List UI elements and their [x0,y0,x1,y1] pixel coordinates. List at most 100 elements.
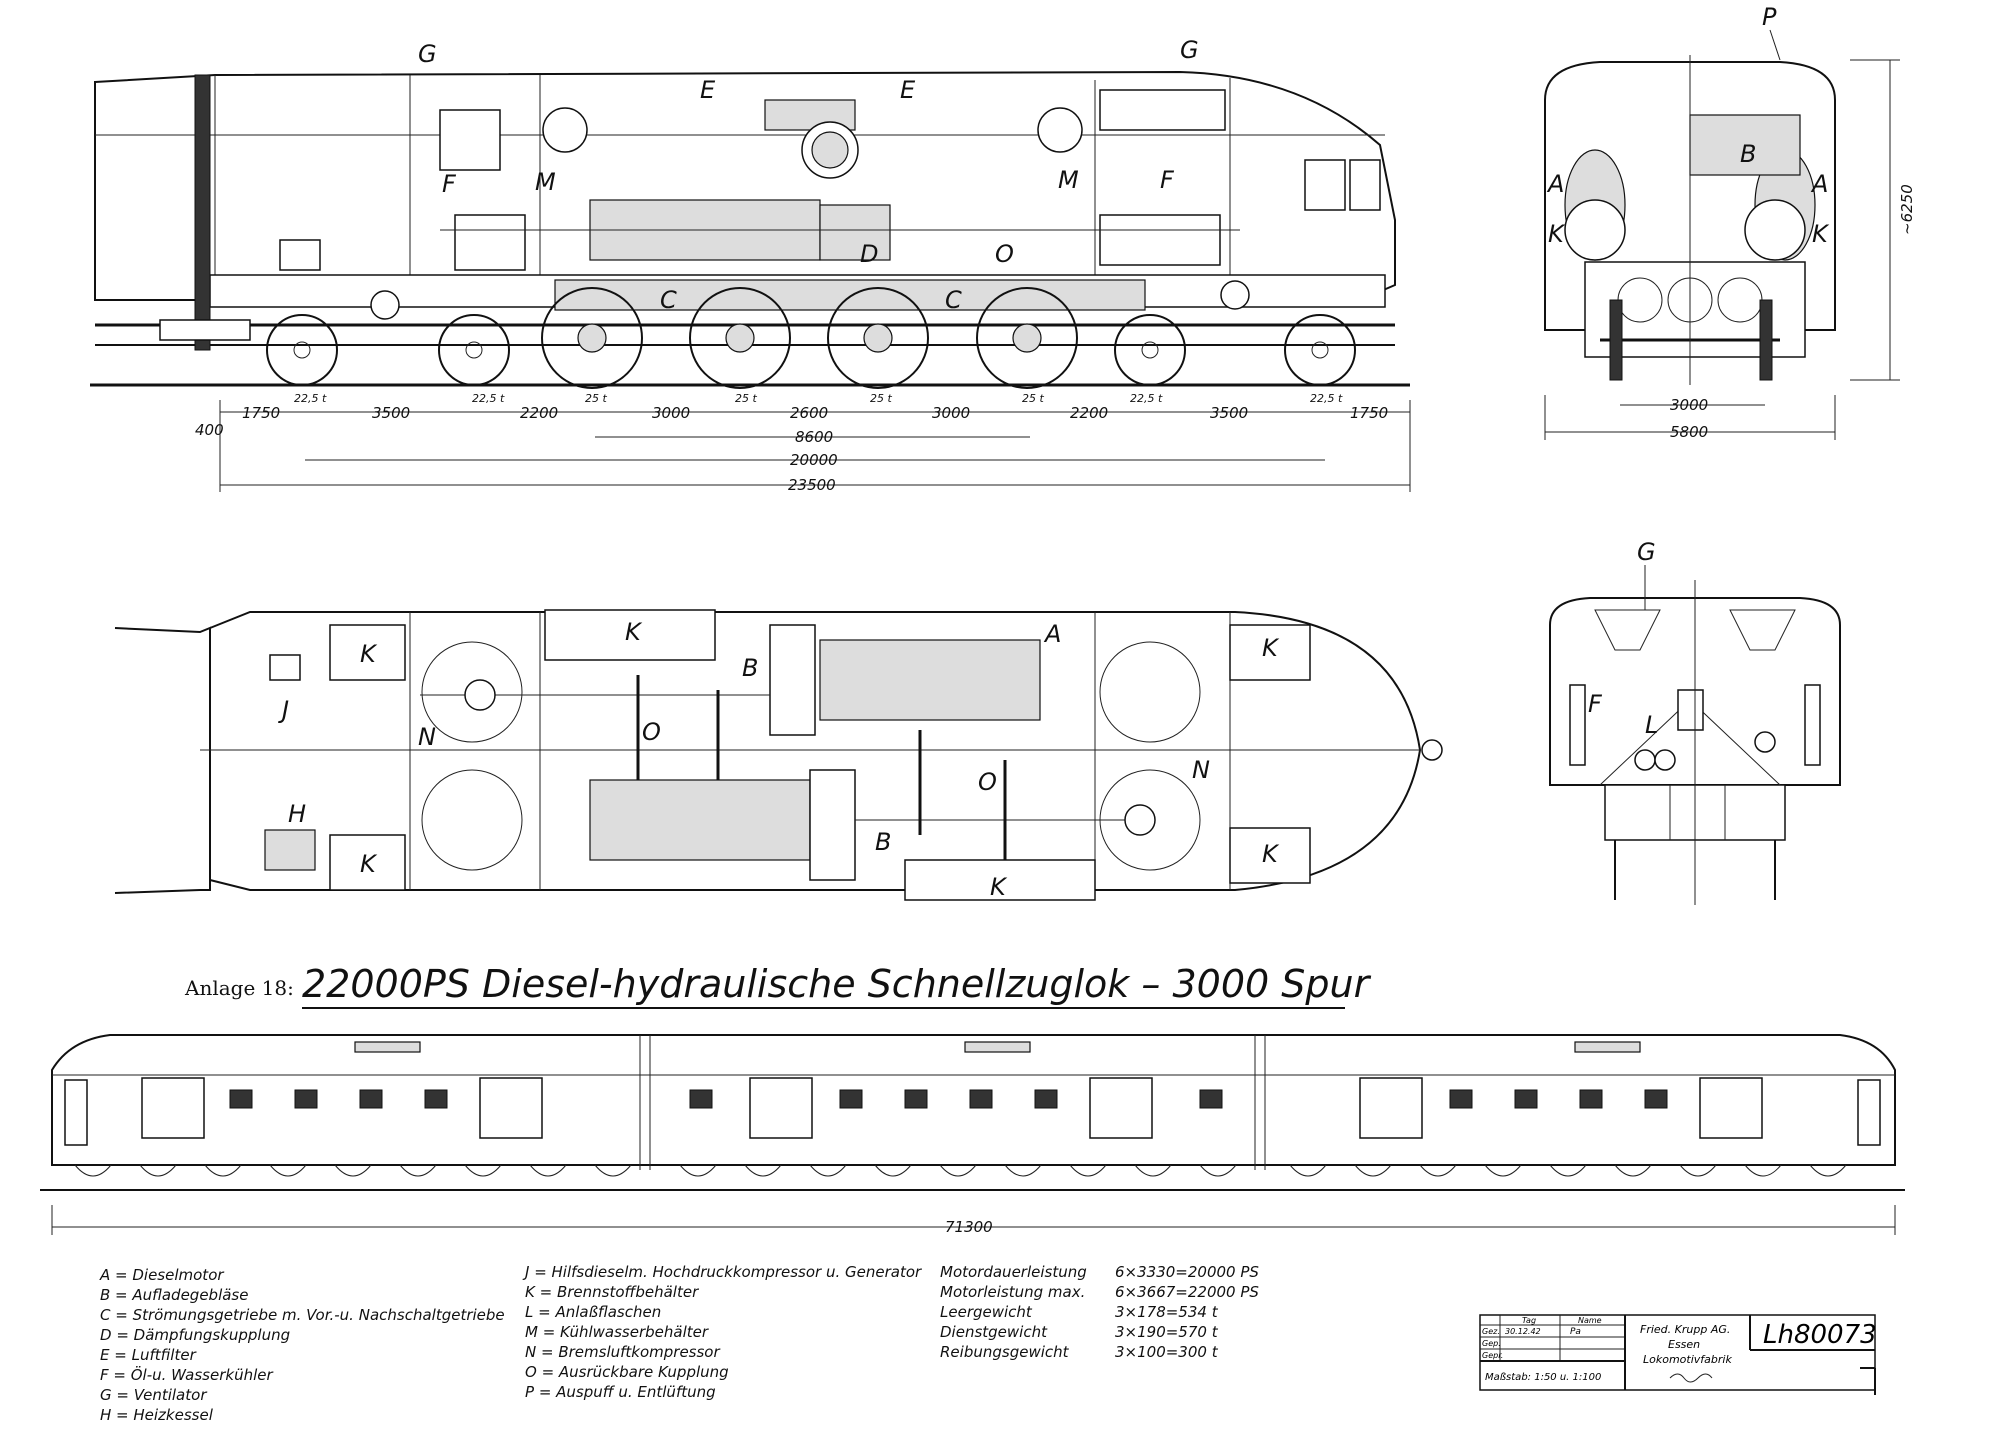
legend-item-c: C = Strömungsgetriebe m. Vor.-u. Nachsch… [100,1306,505,1324]
axle-loads: 22,5 t 22,5 t 25 t 25 t 25 t 25 t 22,5 t… [294,392,1343,405]
plan-label-k1: K [360,640,378,668]
rear-label-g: G [1637,538,1656,566]
plan-label-k2: K [625,618,643,646]
title-prefix: Anlage 18: [184,976,294,1000]
train-view: 71300 [40,1034,1905,1236]
dim-2200a: 2200 [520,404,558,422]
tb-col-tag: Tag [1522,1316,1536,1325]
dim-3000a: 3000 [652,404,690,422]
side-label-f1: F [442,170,457,198]
side-label-g2: G [1180,36,1199,64]
rear-label-f: F [1588,690,1603,718]
axle-load: 22,5 t [1310,392,1343,405]
side-label-e1: E [700,76,716,104]
plan-label-o1: O [642,718,661,746]
tb-company-2: Essen [1668,1338,1700,1351]
plan-label-o2: O [978,768,997,796]
rear-view: G F L [1549,538,1841,905]
dim-2200b: 2200 [1070,404,1108,422]
dim-1750b: 1750 [1350,404,1388,422]
side-label-o: O [995,240,1014,268]
spec-label: Motorleistung max. [940,1283,1085,1301]
plan-label-h: H [288,800,306,828]
tb-row-gez: Gez. [1482,1327,1500,1336]
tb-date: 30.12.42 [1505,1327,1541,1336]
side-wheels [266,287,1356,389]
legend-item-k: K = Brennstoffbehälter [525,1283,699,1301]
dim-400: 400 [195,421,224,439]
title-main: 22000PS Diesel-hydraulische Schnellzuglo… [302,962,1372,1006]
tb-company-3: Lokomotivfabrik [1643,1353,1732,1366]
tb-initials: Pa [1570,1327,1581,1337]
side-label-c2: C [945,286,962,314]
side-label-c1: C [660,286,677,314]
front-view: ~6250 3000 5800 P A A B K K [1544,3,1916,441]
spec-value: 6×3667=22000 PS [1115,1283,1259,1301]
plan-label-b1: B [742,654,758,682]
title-block: Tag Name Gez. Gep. Gepr. 30.12.42 Pa Maß… [1479,1314,1877,1395]
dim-2600: 2600 [790,404,828,422]
legend-item-a: A = Dieselmotor [99,1266,224,1284]
legend-item-f: F = Öl-u. Wasserkühler [100,1365,273,1384]
tb-scale: Maßstab: 1:50 u. 1:100 [1485,1372,1601,1383]
tb-row-gepr: Gepr. [1482,1351,1503,1360]
axle-load: 22,5 t [472,392,505,405]
legend-column-1: A = Dieselmotor B = Aufladegebläse C = S… [99,1266,505,1424]
side-label-d: D [860,240,878,268]
front-label-k1: K [1548,220,1566,248]
plan-view: K K K K K K A B B J H N N O O [114,609,1443,901]
spec-label: Dienstgewicht [940,1323,1048,1341]
axle-load: 25 t [1022,392,1044,405]
plan-label-n2: N [1192,756,1210,784]
tb-col-name: Name [1578,1316,1602,1325]
train-dim-total: 71300 [945,1218,993,1236]
drawing-title: Anlage 18: 22000PS Diesel-hydraulische S… [184,962,1372,1009]
front-label-a1: A [1546,170,1564,198]
front-dim-height: ~6250 [1898,184,1916,235]
legend-item-e: E = Luftfilter [100,1346,197,1364]
side-label-m2: M [1058,166,1079,194]
dim-20000: 20000 [790,451,838,469]
train-windows [229,1089,1668,1109]
legend-item-b: B = Aufladegebläse [100,1286,248,1304]
dim-3500b: 3500 [1210,404,1248,422]
plan-label-k5: K [990,873,1008,901]
legend-item-h: H = Heizkessel [100,1406,214,1424]
spec-label: Reibungsgewicht [940,1343,1070,1361]
dim-1750a: 1750 [242,404,280,422]
plan-label-k4: K [360,850,378,878]
legend-item-d: D = Dämpfungskupplung [100,1326,290,1344]
legend-item-l: L = Anlaßflaschen [525,1303,661,1321]
spec-value: 3×178=534 t [1115,1303,1219,1321]
spec-value: 3×190=570 t [1115,1323,1219,1341]
plan-label-k6: K [1262,840,1280,868]
legend-column-2: J = Hilfsdieselm. Hochdruckkompressor u.… [522,1263,922,1401]
axle-load: 25 t [735,392,757,405]
front-label-b: B [1740,140,1756,168]
plan-label-b2: B [875,828,891,856]
spec-label: Motordauerleistung [940,1263,1087,1281]
spec-value: 3×100=300 t [1115,1343,1219,1361]
dim-23500: 23500 [788,476,836,494]
legend-item-m: M = Kühlwasserbehälter [525,1323,709,1341]
rear-label-l: L [1645,711,1658,739]
specifications: Motordauerleistung 6×3330=20000 PS Motor… [940,1263,1259,1361]
tb-company-1: Fried. Krupp AG. [1640,1323,1730,1336]
axle-load: 25 t [870,392,892,405]
plan-label-k3: K [1262,634,1280,662]
spec-value: 6×3330=20000 PS [1115,1263,1259,1281]
front-label-p: P [1762,3,1777,31]
dim-8600: 8600 [795,428,833,446]
front-label-k2: K [1812,220,1830,248]
side-label-e2: E [900,76,916,104]
side-label-f2: F [1160,166,1175,194]
plan-label-a: A [1043,620,1061,648]
front-label-a2: A [1810,170,1828,198]
front-dim-5800: 5800 [1670,423,1708,441]
legend-item-n: N = Bremsluftkompressor [525,1343,720,1361]
axle-load: 25 t [585,392,607,405]
axle-load: 22,5 t [294,392,327,405]
legend-item-j: J = Hilfsdieselm. Hochdruckkompressor u.… [522,1263,922,1281]
side-view: G G E E M M F F D O C C 22,5 t 22,5 t 25… [90,36,1411,494]
